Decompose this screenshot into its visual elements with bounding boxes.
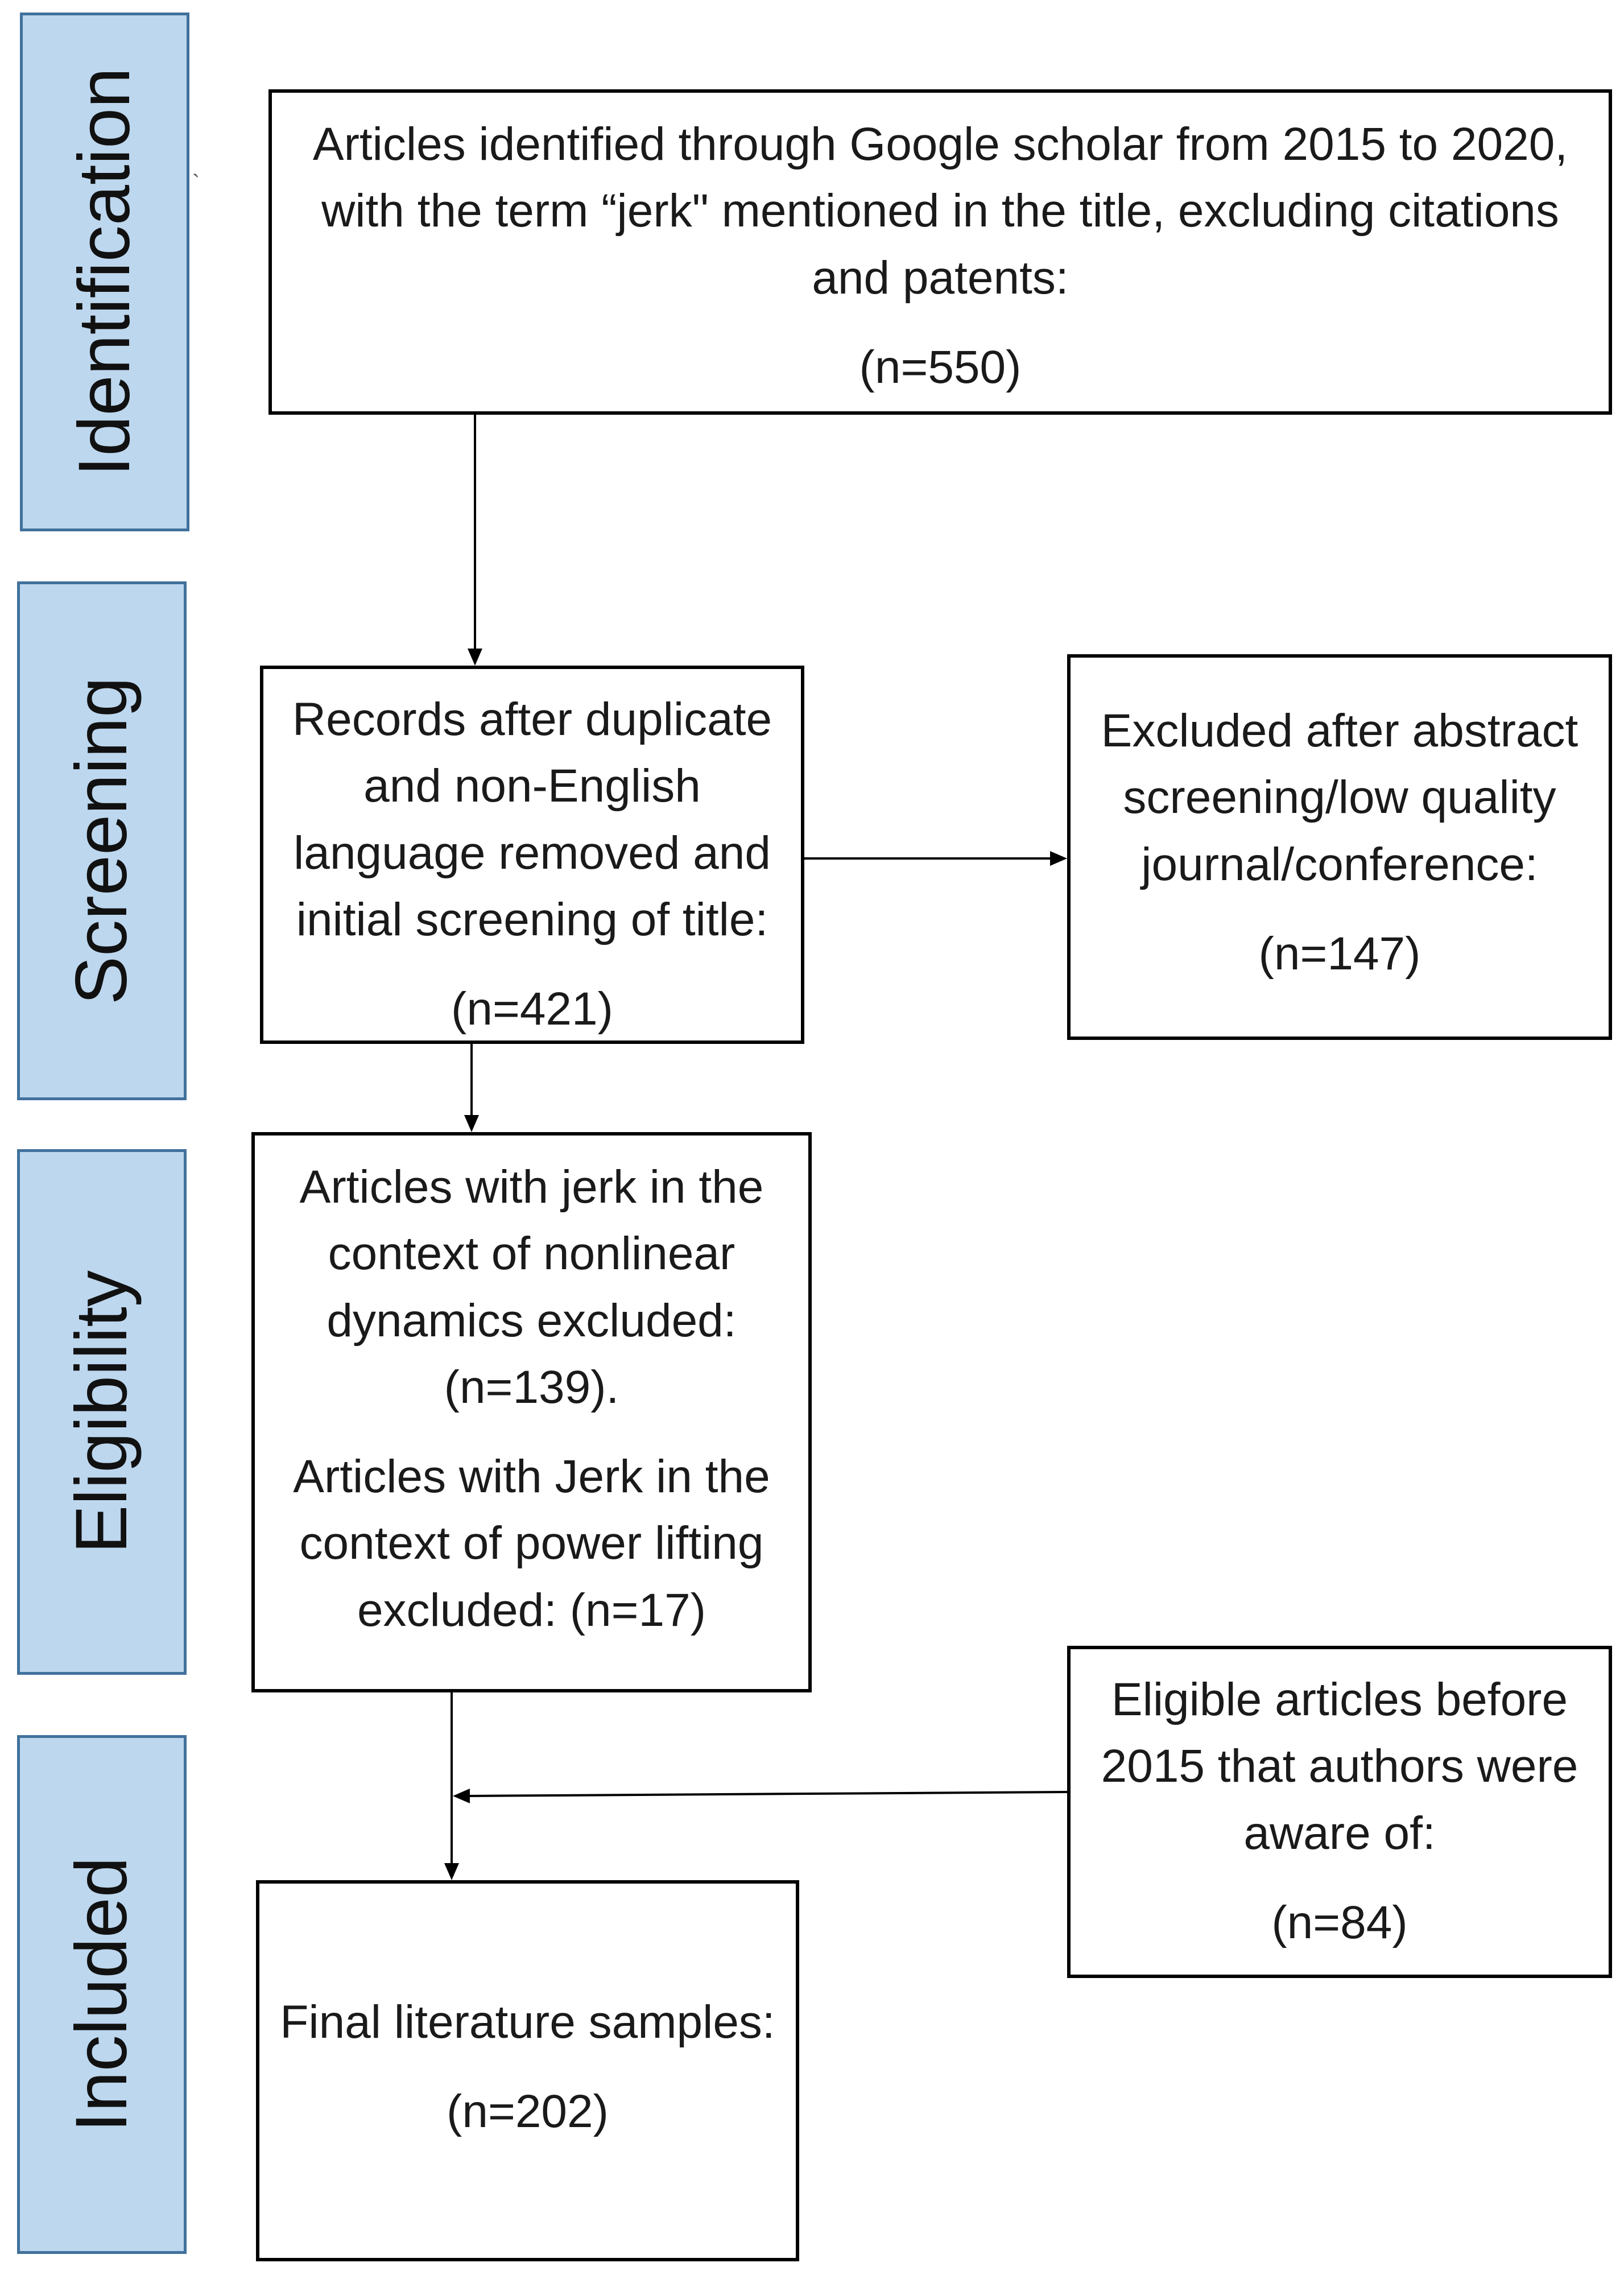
final-line: Final literature samples: [280, 1996, 775, 2048]
eligibility-para1-line: (n=139). [444, 1361, 619, 1413]
eligibility-box: Articles with jerk in the context of non… [251, 1132, 812, 1692]
eligibility-para1-line: dynamics excluded: [327, 1294, 737, 1347]
before-2015-line: Eligible articles before [1111, 1674, 1568, 1725]
screened-line: language removed and [294, 827, 771, 879]
screened-count: (n=421) [451, 983, 613, 1035]
eligibility-para1-line: context of nonlinear [328, 1228, 735, 1280]
before-2015-box: Eligible articles before 2015 that autho… [1067, 1646, 1612, 1978]
excluded-abstract-line: journal/conference: [1141, 838, 1538, 890]
arrowhead-identified-to-screened [468, 649, 482, 666]
eligibility-para2-line: context of power lifting [299, 1517, 764, 1570]
final-box: Final literature samples: (n=202) [256, 1880, 799, 2261]
stage-included: Included [17, 1735, 187, 2254]
stage-eligibility: Eligibility [17, 1149, 187, 1675]
identified-line: with the term “jerk" mentioned in the ti… [321, 185, 1559, 237]
before-2015-line: aware of: [1243, 1807, 1436, 1859]
excluded-abstract-box: Excluded after abstract screening/low qu… [1067, 654, 1612, 1040]
eligibility-para1-line: Articles with jerk in the [299, 1161, 764, 1213]
before-2015-count: (n=84) [1271, 1896, 1408, 1948]
screened-box: Records after duplicate and non-English … [260, 666, 804, 1044]
eligibility-para2-line: excluded: (n=17) [357, 1584, 706, 1636]
excluded-abstract-line: Excluded after abstract [1101, 705, 1578, 757]
identified-line: Articles identified through Google schol… [312, 118, 1568, 170]
eligibility-para2-line: Articles with Jerk in the [293, 1451, 770, 1502]
final-count: (n=202) [447, 2086, 609, 2138]
excluded-abstract-count: (n=147) [1258, 927, 1421, 980]
stage-identification: Identification [20, 13, 189, 531]
screened-line: and non-English [363, 760, 701, 812]
identified-line: and patents: [812, 251, 1069, 304]
arrowhead-before2015-to-main [453, 1789, 470, 1803]
arrow-before2015-to-main [467, 1791, 1068, 1797]
arrowhead-screened-to-excluded [1050, 851, 1067, 866]
screened-line: initial screening of title: [296, 893, 768, 945]
arrowhead-screened-to-eligibility [464, 1115, 479, 1132]
stray-mark: ` [192, 171, 200, 196]
identified-box: Articles identified through Google schol… [268, 89, 1612, 415]
before-2015-line: 2015 that authors were [1101, 1740, 1578, 1793]
identified-count: (n=550) [859, 341, 1022, 393]
arrowhead-eligibility-to-final [444, 1863, 459, 1880]
excluded-abstract-line: screening/low quality [1123, 771, 1556, 824]
stage-screening: Screening [17, 581, 187, 1100]
screened-line: Records after duplicate [292, 693, 772, 745]
